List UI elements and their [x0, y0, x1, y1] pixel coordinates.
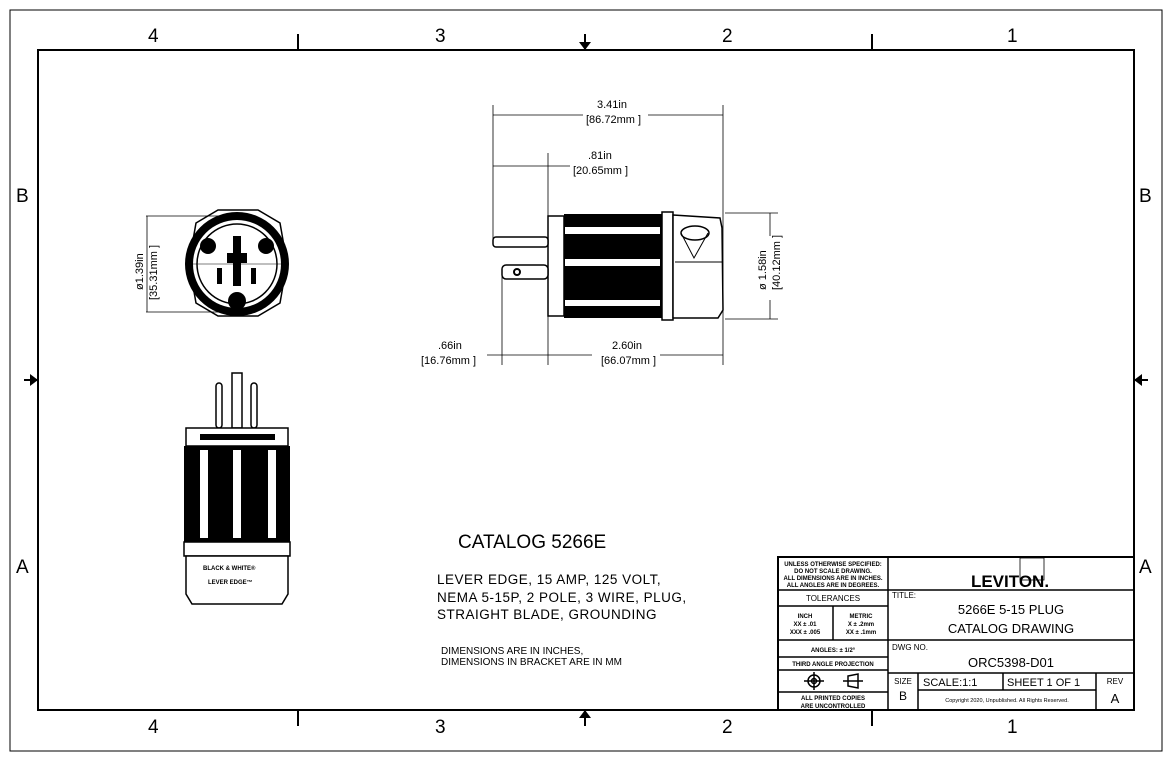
inch-label: INCH	[798, 614, 813, 620]
rev-label: REV	[1107, 677, 1124, 686]
zone-col-3-bottom: 3	[435, 717, 446, 738]
blade-length-mm: [20.65mm ]	[573, 165, 628, 177]
copyright: Copyright 2020, Unpublished. All Rights …	[945, 698, 1069, 704]
spec-note-3: ALL DIMENSIONS ARE IN INCHES.	[783, 576, 882, 582]
scale: SCALE:1:1	[923, 677, 977, 689]
zone-row-b-right: B	[1139, 186, 1152, 207]
tolerances-heading: TOLERANCES	[806, 594, 860, 603]
inch-tol-2: XXX ± .005	[790, 630, 821, 636]
inch-tol-1: XX ± .01	[794, 622, 818, 628]
drawing-title-line-1: 5266E 5-15 PLUG	[958, 602, 1064, 617]
angles-tolerance: ANGLES: ± 1/2°	[811, 648, 856, 654]
dwg-no-label: DWG NO.	[892, 643, 928, 652]
description-line-2: NEMA 5-15P, 2 POLE, 3 WIRE, PLUG,	[437, 590, 687, 605]
face-diameter-in: ø1.39in	[134, 253, 146, 290]
zone-col-1: 1	[1007, 26, 1018, 47]
drawing-number: ORC5398-D01	[968, 655, 1054, 670]
zone-row-b: B	[16, 186, 29, 207]
outer-border	[9, 9, 1163, 752]
note-line-1: DIMENSIONS ARE IN INCHES,	[441, 646, 583, 657]
plug-face-view: ø1.39in [35.31mm ]	[134, 209, 289, 317]
catalog-title: CATALOG 5266E	[458, 532, 606, 553]
sheet-size: B	[899, 689, 907, 703]
leviton-logo: LEVITON.	[971, 572, 1049, 591]
catalog-info: CATALOG 5266E LEVER EDGE, 15 AMP, 125 VO…	[437, 532, 687, 668]
metric-label: METRIC	[850, 614, 874, 620]
zone-col-1-bottom: 1	[1007, 717, 1018, 738]
sheet-number: SHEET 1 OF 1	[1007, 677, 1080, 689]
zone-markers: 4 3 2 1 4 3 2 1 B A B A	[16, 26, 1152, 738]
spec-note-2: DO NOT SCALE DRAWING.	[794, 569, 872, 575]
spec-note-4: ALL ANGLES ARE IN DEGREES.	[787, 583, 880, 589]
face-diameter-mm: [35.31mm ]	[148, 245, 160, 300]
title-label: TITLE:	[892, 591, 916, 600]
spec-note-1: UNLESS OTHERWISE SPECIFIED:	[784, 562, 882, 568]
body-length-mm: [66.07mm ]	[601, 355, 656, 367]
title-block: UNLESS OTHERWISE SPECIFIED: DO NOT SCALE…	[777, 556, 1135, 711]
overall-length-in: 3.41in	[597, 99, 627, 111]
overall-length-mm: [86.72mm ]	[586, 114, 641, 126]
printed-copies-2: ARE UNCONTROLLED	[801, 704, 866, 710]
drawing-title-line-2: CATALOG DRAWING	[948, 621, 1074, 636]
zone-row-a-right: A	[1139, 557, 1152, 578]
third-angle-projection-icon	[804, 672, 863, 690]
metric-tol-1: X ± .2mm	[848, 622, 874, 628]
projection-label: THIRD ANGLE PROJECTION	[792, 662, 873, 668]
ground-length-in: .66in	[438, 340, 462, 352]
revision: A	[1111, 691, 1120, 706]
zone-col-2-bottom: 2	[722, 717, 733, 738]
printed-copies-1: ALL PRINTED COPIES	[801, 696, 865, 702]
body-length-in: 2.60in	[612, 340, 642, 352]
zone-col-4-bottom: 4	[148, 717, 159, 738]
plug-side-view: 3.41in [86.72mm ] .81in [20.65mm ] 2.60i…	[421, 99, 783, 367]
blade-length-in: .81in	[588, 150, 612, 162]
side-diameter-in: ø 1.58in	[757, 250, 769, 290]
ground-length-mm: [16.76mm ]	[421, 355, 476, 367]
plug-top-view: BLACK & WHITE® LEVER EDGE™	[183, 372, 291, 605]
description-line-3: STRAIGHT BLADE, GROUNDING	[437, 607, 657, 622]
zone-col-4: 4	[148, 26, 159, 47]
side-diameter-mm: [40.12mm ]	[771, 235, 783, 290]
note-line-2: DIMENSIONS IN BRACKET ARE IN MM	[441, 657, 622, 668]
collar-label: BLACK & WHITE®	[203, 565, 256, 572]
zone-col-2: 2	[722, 26, 733, 47]
size-label: SIZE	[894, 677, 912, 686]
brand-label: LEVER EDGE™	[208, 579, 253, 586]
description-line-1: LEVER EDGE, 15 AMP, 125 VOLT,	[437, 572, 661, 587]
zone-col-3: 3	[435, 26, 446, 47]
metric-tol-2: XX ± .1mm	[846, 630, 876, 636]
zone-row-a: A	[16, 557, 29, 578]
